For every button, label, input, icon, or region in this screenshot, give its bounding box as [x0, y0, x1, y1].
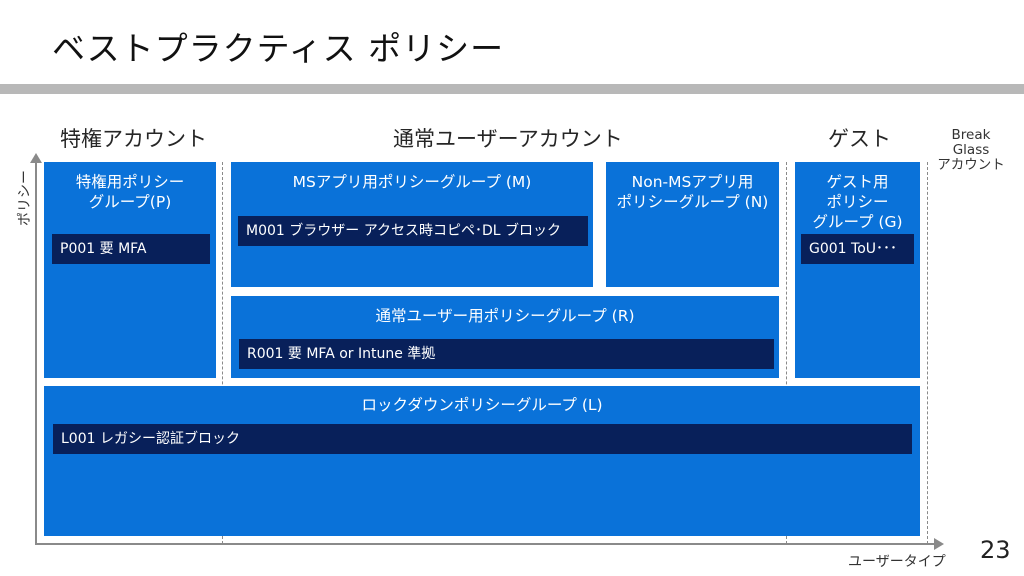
non-ms-group-title-line-1: Non-MSアプリ用	[631, 173, 754, 191]
y-axis-arrow	[30, 153, 42, 163]
guest-group-title-line-1: ゲスト用	[826, 173, 889, 191]
column-header-privileged: 特権アカウント	[60, 127, 207, 151]
guest-policy-group: ゲスト用 ポリシー グループ (G) G001 ToU･･･	[795, 162, 920, 378]
policy-l001: L001 レガシー認証ブロック	[53, 424, 912, 454]
column-header-regular: 通常ユーザーアカウント	[393, 127, 623, 151]
x-axis	[35, 543, 935, 545]
lockdown-policy-group: ロックダウンポリシーグループ (L) L001 レガシー認証ブロック	[44, 386, 920, 536]
page-number: 23	[980, 536, 1011, 564]
slide-title: ベストプラクティス ポリシー	[52, 29, 505, 68]
break-glass-line-2: Glass	[952, 142, 990, 158]
regular-group-title: 通常ユーザー用ポリシーグループ (R)	[375, 307, 635, 325]
non-ms-group-title-line-2: ポリシーグループ (N)	[616, 193, 769, 211]
break-glass-line-1: Break	[951, 127, 991, 143]
ms-apps-group-title: MSアプリ用ポリシーグループ (M)	[292, 173, 532, 191]
guest-group-title-line-2: ポリシー	[826, 193, 889, 211]
column-header-guest: ゲスト	[828, 127, 891, 151]
policy-g001: G001 ToU･･･	[801, 234, 914, 264]
x-axis-label: ユーザータイプ	[848, 554, 946, 570]
policy-m001: M001 ブラウザー アクセス時コピペ･DL ブロック	[238, 216, 588, 246]
policy-p001: P001 要 MFA	[52, 234, 210, 264]
x-axis-arrow	[934, 538, 944, 550]
policy-r001: R001 要 MFA or Intune 準拠	[239, 339, 774, 369]
privileged-group-title-line-2: グループ(P)	[88, 193, 172, 211]
column-header-break-glass: Break Glass アカウント	[930, 128, 1012, 173]
title-divider	[0, 84, 1024, 94]
separator-regular-guest	[786, 162, 787, 544]
y-axis	[35, 162, 37, 544]
separator-privileged-regular	[222, 162, 223, 544]
ms-apps-policy-group: MSアプリ用ポリシーグループ (M) M001 ブラウザー アクセス時コピペ･D…	[231, 162, 593, 287]
lockdown-group-title: ロックダウンポリシーグループ (L)	[361, 396, 603, 414]
privileged-group-title-line-1: 特権用ポリシー	[75, 173, 185, 191]
break-glass-line-3: アカウント	[937, 157, 1005, 173]
guest-group-title-line-3: グループ (G)	[812, 213, 903, 231]
regular-user-policy-group: 通常ユーザー用ポリシーグループ (R) R001 要 MFA or Intune…	[231, 296, 779, 378]
separator-guest-breakglass	[927, 162, 928, 544]
y-axis-label: ポリシー	[17, 170, 33, 226]
non-ms-apps-policy-group: Non-MSアプリ用 ポリシーグループ (N)	[606, 162, 779, 287]
privileged-policy-group: 特権用ポリシー グループ(P) P001 要 MFA	[44, 162, 216, 378]
